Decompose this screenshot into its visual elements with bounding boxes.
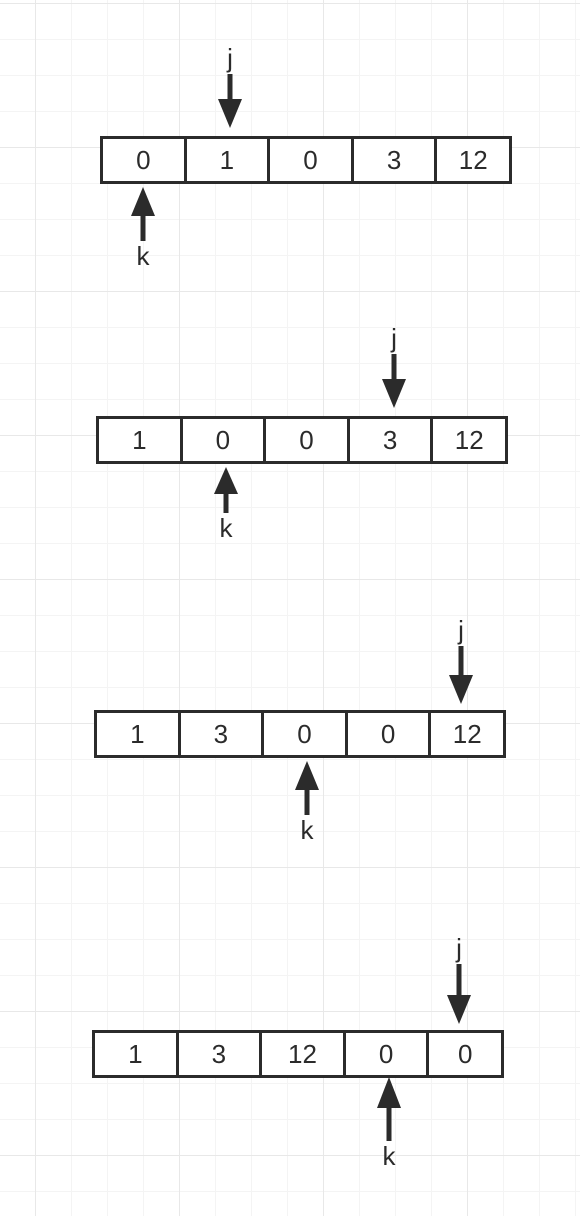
array-cell: 3 <box>354 139 438 181</box>
array-cell: 0 <box>457 1038 473 1069</box>
k-label: k <box>136 241 150 271</box>
j-pointer: j <box>215 44 245 130</box>
down-arrow-icon <box>218 74 242 128</box>
array-cell: 3 <box>350 419 434 461</box>
j-label: j <box>458 615 464 645</box>
k-pointer: k <box>292 760 322 844</box>
down-arrow-icon <box>382 354 406 408</box>
down-arrow-icon <box>449 646 473 704</box>
j-pointer: j <box>379 324 409 410</box>
k-label: k <box>382 1141 396 1171</box>
array-cell: 0 <box>183 419 267 461</box>
array-cell: 3 <box>181 713 265 755</box>
j-label: j <box>456 933 462 963</box>
array-cell: 12 <box>452 718 482 749</box>
up-arrow-icon <box>214 467 238 513</box>
up-arrow-icon <box>377 1077 401 1141</box>
j-label: j <box>391 323 397 353</box>
j-label: j <box>227 43 233 73</box>
array-cell: 1 <box>97 713 181 755</box>
array-row: 1 3 0 0 12 <box>94 710 506 758</box>
array-row: 1 3 12 0 0 <box>92 1030 504 1078</box>
k-pointer: k <box>374 1076 404 1170</box>
array-cell: 3 <box>179 1033 263 1075</box>
array-cell: 1 <box>99 419 183 461</box>
j-pointer: j <box>444 934 474 1026</box>
array-row: 1 0 0 3 12 <box>96 416 508 464</box>
array-cell: 12 <box>262 1033 346 1075</box>
k-pointer: k <box>128 186 158 270</box>
array-cell: 0 <box>103 139 187 181</box>
array-cell: 0 <box>264 713 348 755</box>
array-cell: 0 <box>266 419 350 461</box>
k-pointer: k <box>211 466 241 542</box>
up-arrow-icon <box>295 761 319 815</box>
up-arrow-icon <box>131 187 155 241</box>
k-label: k <box>219 513 233 543</box>
j-pointer: j <box>446 616 476 706</box>
array-cell: 0 <box>346 1033 430 1075</box>
array-cell: 1 <box>187 139 271 181</box>
array-cell: 1 <box>95 1033 179 1075</box>
down-arrow-icon <box>447 964 471 1024</box>
k-label: k <box>300 815 314 845</box>
array-row: 0 1 0 3 12 <box>100 136 512 184</box>
array-cell: 0 <box>348 713 432 755</box>
array-cell: 0 <box>270 139 354 181</box>
array-cell: 12 <box>454 424 484 455</box>
array-cell: 12 <box>458 144 488 175</box>
